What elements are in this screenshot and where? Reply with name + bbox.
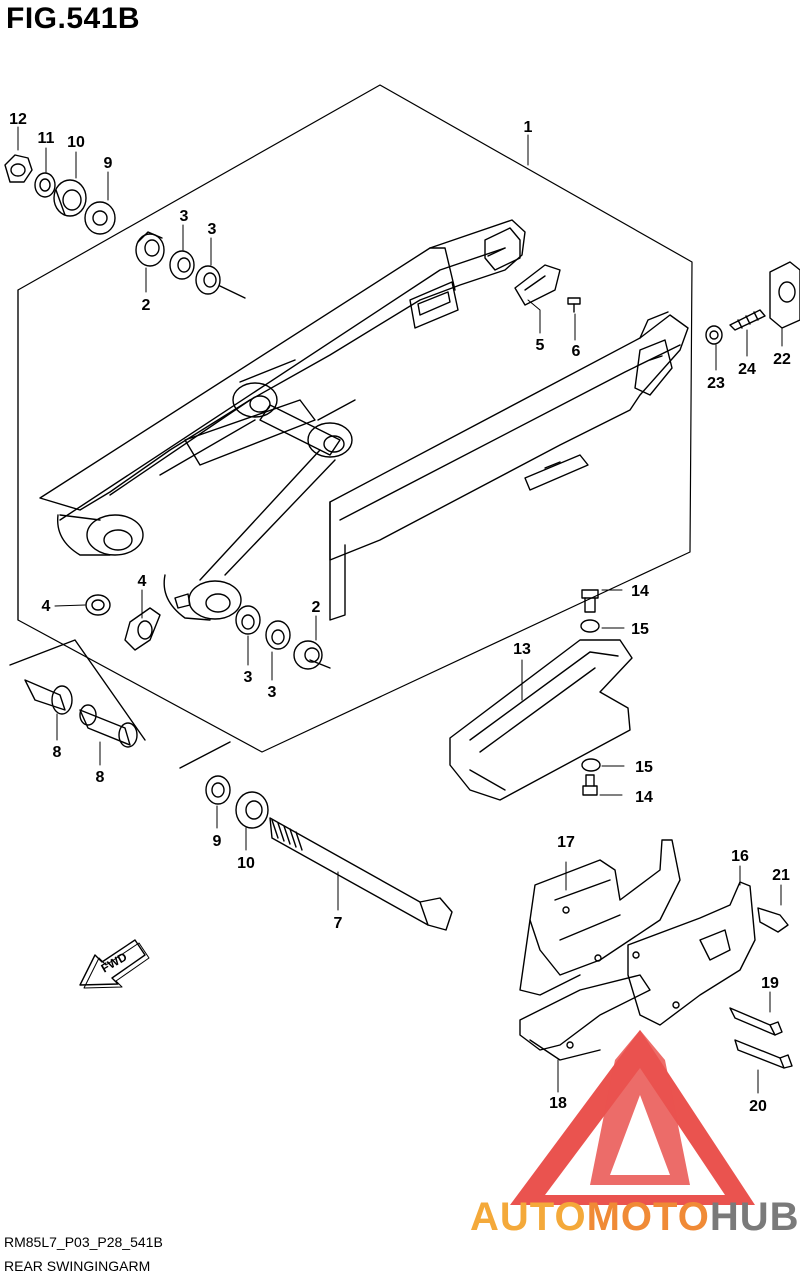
callout-14: 14 xyxy=(631,583,649,600)
callout-19: 19 xyxy=(761,975,779,992)
leader-lines xyxy=(17,126,783,1094)
callout-8: 8 xyxy=(53,744,62,761)
watermark-text: AUTOMOTOHUB xyxy=(470,1195,800,1240)
callout-16: 16 xyxy=(731,848,749,865)
callout-15: 15 xyxy=(635,759,653,776)
chain-guide-assembly xyxy=(519,839,793,1069)
callout-3: 3 xyxy=(268,684,277,701)
callout-10: 10 xyxy=(67,134,85,151)
callout-3: 3 xyxy=(180,208,189,225)
callout-17: 17 xyxy=(557,834,575,851)
callout-22: 22 xyxy=(773,351,791,368)
chain-slider xyxy=(449,589,633,801)
callout-1: 1 xyxy=(524,119,533,136)
callout-9: 9 xyxy=(213,833,222,850)
lower-bearings xyxy=(235,605,331,670)
pivot-nut-washers xyxy=(4,154,116,235)
watermark-logo xyxy=(510,1030,755,1205)
callout-7: 7 xyxy=(334,915,343,932)
callout-3: 3 xyxy=(244,669,253,686)
axle-adjuster-block xyxy=(705,261,800,345)
callout-9: 9 xyxy=(104,155,113,172)
callout-6: 6 xyxy=(572,343,581,360)
callout-18: 18 xyxy=(549,1095,567,1112)
callout-20: 20 xyxy=(749,1098,767,1115)
callout-23: 23 xyxy=(707,375,725,392)
callout-2: 2 xyxy=(312,599,321,616)
callout-3: 3 xyxy=(208,221,217,238)
assembly-boundary xyxy=(17,84,693,753)
callout-10: 10 xyxy=(237,855,255,872)
callout-5: 5 xyxy=(536,337,545,354)
callout-labels: 12 11 10 9 3 3 2 1 5 6 22 24 23 4 4 2 3 … xyxy=(9,111,791,1115)
watermark-hub: HUB xyxy=(709,1195,800,1239)
callout-2: 2 xyxy=(142,297,151,314)
pivot-shaft xyxy=(179,741,453,931)
callout-4: 4 xyxy=(42,598,51,615)
callout-13: 13 xyxy=(513,641,531,658)
pivot-collars xyxy=(9,594,161,748)
callout-21: 21 xyxy=(772,867,790,884)
callout-14: 14 xyxy=(635,789,653,806)
callout-24: 24 xyxy=(738,361,756,378)
figure-name: REAR SWINGINGARM xyxy=(4,1258,151,1274)
swingarm xyxy=(39,219,689,621)
upper-bearings xyxy=(135,231,246,299)
watermark-auto: AUTO xyxy=(470,1195,587,1239)
callout-12: 12 xyxy=(9,111,27,128)
callout-11: 11 xyxy=(38,130,55,147)
figure-code: RM85L7_P03_P28_541B xyxy=(4,1234,163,1250)
figure-title: FIG.541B xyxy=(6,2,141,35)
callout-8: 8 xyxy=(96,769,105,786)
chain-adjuster-plate xyxy=(514,264,581,313)
watermark-moto: MOTO xyxy=(586,1195,710,1239)
forward-direction-arrow: FWD xyxy=(79,939,150,989)
callout-15: 15 xyxy=(631,621,649,638)
callout-4: 4 xyxy=(138,573,147,590)
